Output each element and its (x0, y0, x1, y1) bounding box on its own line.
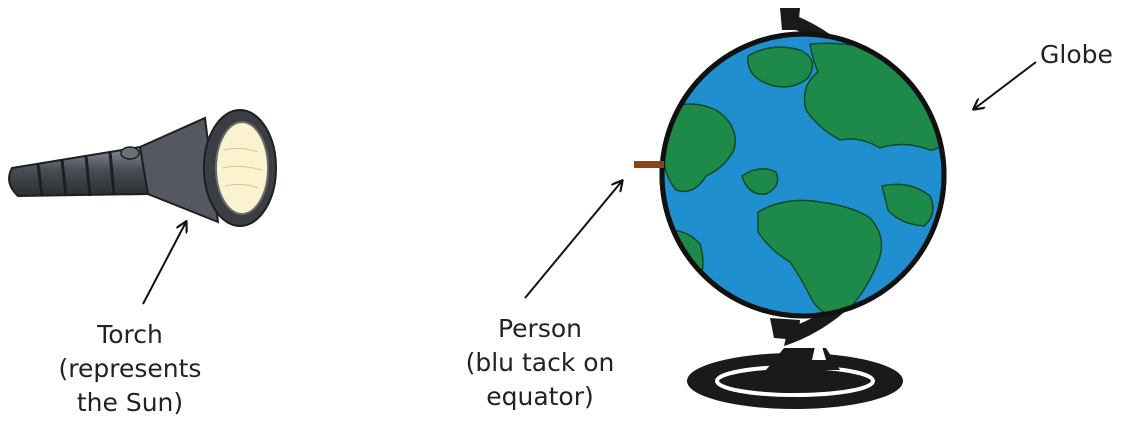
torch-arrow (142, 222, 186, 305)
torch-lens (215, 121, 269, 215)
person-label: Person (blu tack on equator) (450, 312, 630, 414)
person-arrow (524, 181, 622, 299)
globe-base (687, 353, 903, 409)
torch-grip-rings (36, 151, 116, 197)
person-label-line-3: equator) (486, 382, 594, 411)
torch-label: Torch (represents the Sun) (55, 318, 205, 420)
torch-label-line-3: the Sun) (76, 388, 184, 417)
torch-head (138, 116, 220, 224)
torch-icon (8, 109, 277, 227)
torch-label-line-1: Torch (97, 320, 163, 349)
person-label-line-2: (blu tack on (465, 348, 615, 377)
globe-icon (659, 8, 947, 409)
blu-tack-person (634, 161, 664, 168)
person-label-line-1: Person (497, 314, 582, 343)
globe-stem (766, 348, 840, 370)
torch-switch (120, 146, 140, 160)
globe-arrow (974, 61, 1037, 109)
torch-label-line-2: (represents (58, 354, 202, 383)
globe-label: Globe (1040, 40, 1113, 69)
